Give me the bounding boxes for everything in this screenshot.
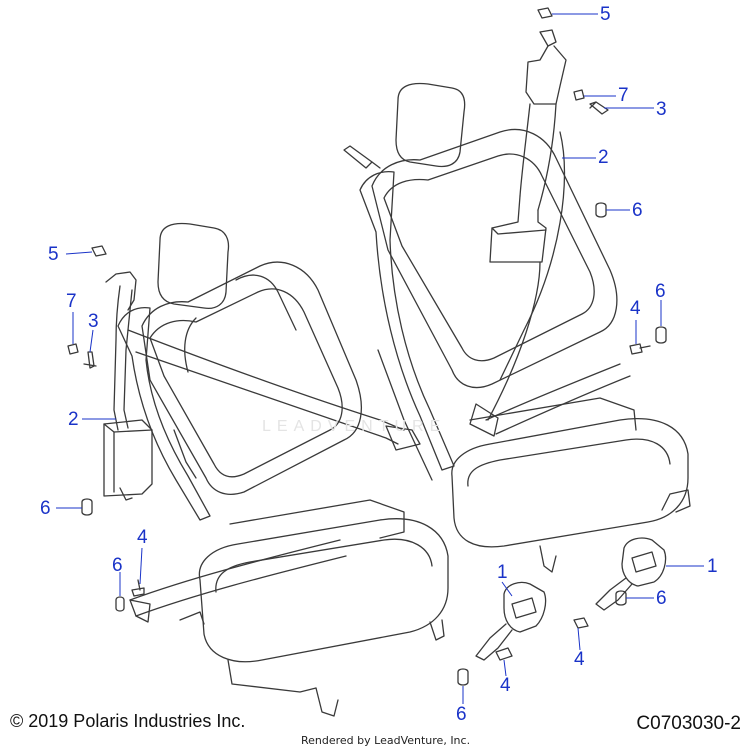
left-seat [117,222,449,717]
bolt4-left [131,579,145,597]
bolt4-buckle-mid [495,647,513,661]
callout-6-buckle-mid[interactable]: 6 [456,704,467,725]
callout-6-right-b[interactable]: 6 [655,281,666,302]
spacer6-buckle-mid [457,668,469,686]
spacer6-buckle-right [615,590,627,606]
nut-top [537,7,553,19]
left-seat-belt-retractor [103,271,153,501]
spacer6-right-b [655,326,667,344]
leader-lines [56,13,704,704]
buckle-right [595,537,667,611]
callout-5-left[interactable]: 5 [48,244,59,265]
nut7-right [573,89,585,101]
bolt4-buckle-right [573,617,589,629]
callout-7-right[interactable]: 7 [618,85,629,106]
bolt3-right [589,101,609,115]
callout-3-right[interactable]: 3 [656,99,667,120]
callout-6-left-a[interactable]: 6 [40,498,51,519]
callout-4-left[interactable]: 4 [137,527,148,548]
callout-2-right[interactable]: 2 [598,147,609,168]
callout-6-left-b[interactable]: 6 [112,555,123,576]
right-seat-belt-retractor [487,29,567,421]
rendered-by-credit: Rendered by LeadVenture, Inc. [301,734,471,747]
buckle-mid [475,581,547,661]
bolt4-right [629,343,651,355]
callout-6-right-a[interactable]: 6 [632,200,643,221]
callout-5-top[interactable]: 5 [600,4,611,25]
callout-1-mid[interactable]: 1 [497,562,508,583]
callout-4-buckle-mid[interactable]: 4 [500,675,511,696]
callout-4-right[interactable]: 4 [630,298,641,319]
nut-left [91,245,107,257]
spacer6-right-a [595,202,607,218]
right-seat [343,82,691,573]
callout-4-buckle-right[interactable]: 4 [574,649,585,670]
nut7-left [67,343,79,355]
callout-6-buckle-right[interactable]: 6 [656,588,667,609]
callout-1-right[interactable]: 1 [707,556,718,577]
copyright-notice: © 2019 Polaris Industries Inc. [10,711,246,731]
watermark: LEADVENTURE [262,418,447,435]
callout-7-left[interactable]: 7 [66,291,77,312]
spacer6-left-a [81,498,93,516]
bolt3-left [83,351,97,369]
document-number: C0703030-2 [636,713,741,734]
spacer6-left-b [115,596,125,612]
callout-2-left[interactable]: 2 [68,409,79,430]
callout-3-left[interactable]: 3 [88,311,99,332]
